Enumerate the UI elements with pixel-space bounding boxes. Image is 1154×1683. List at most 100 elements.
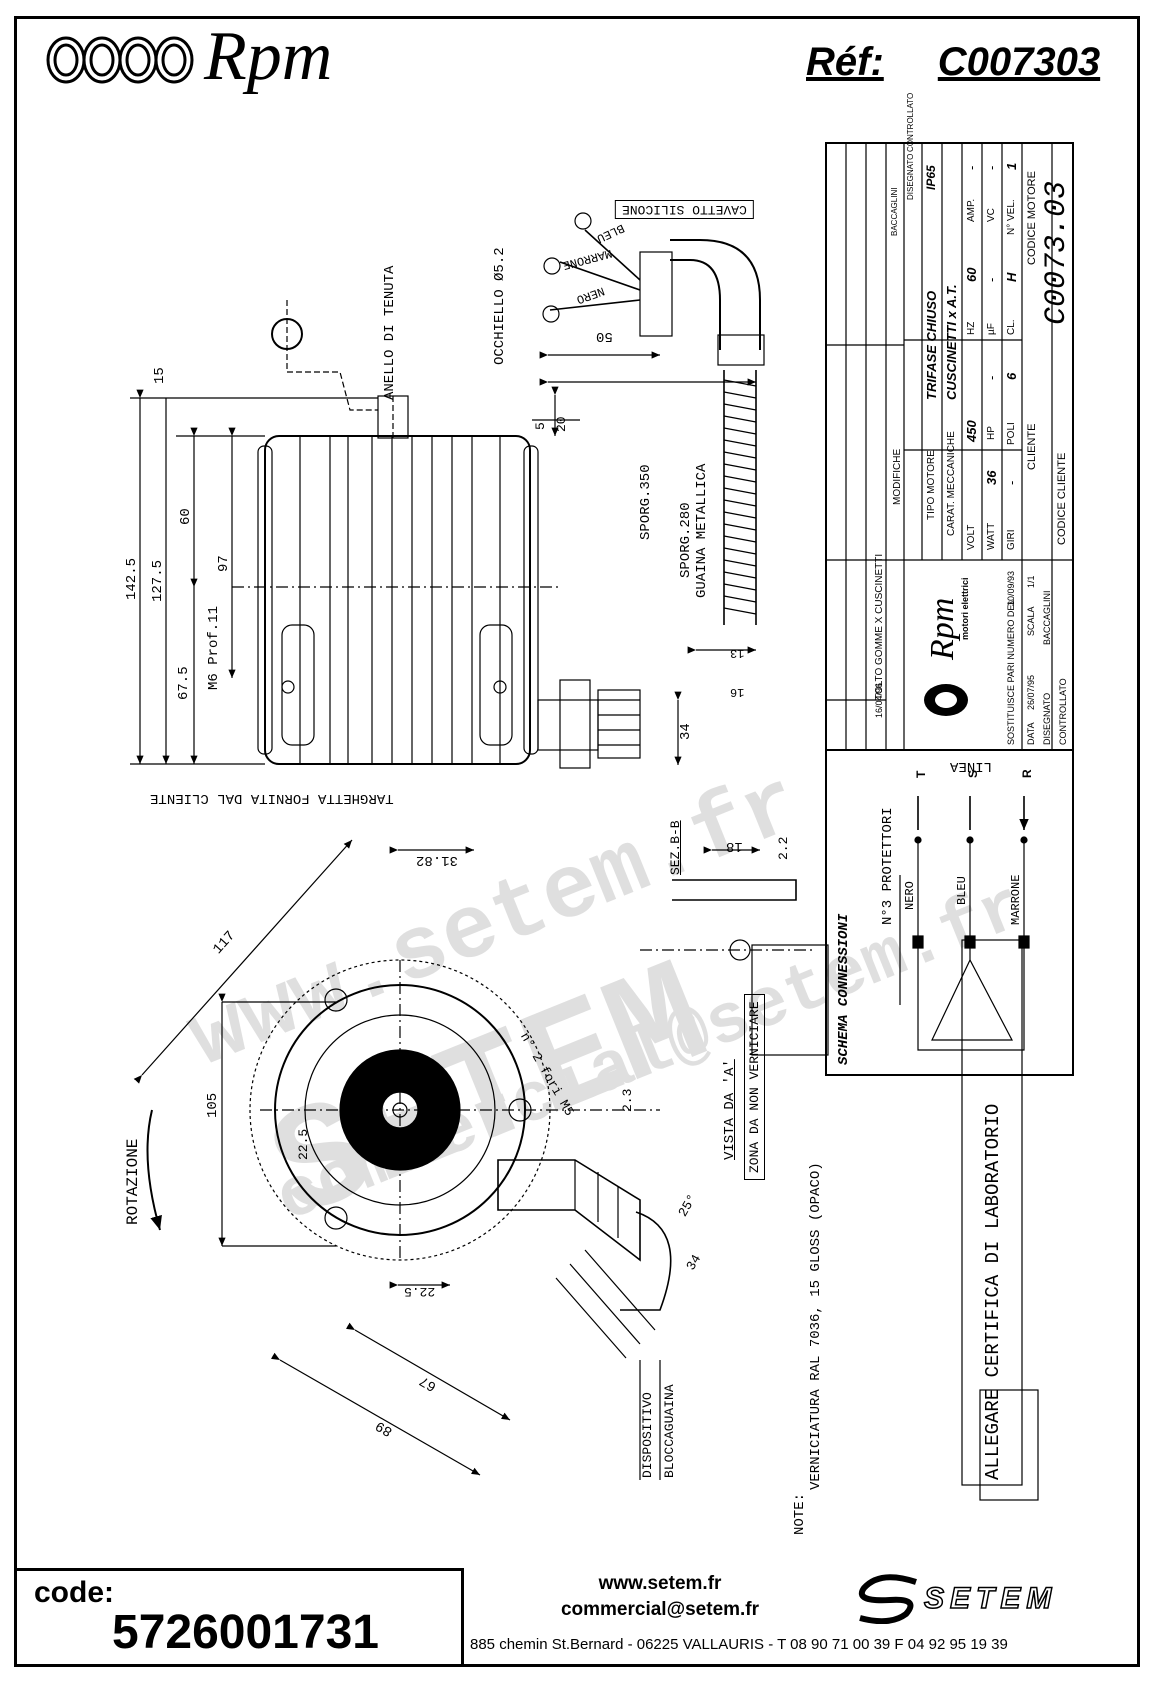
phase-t: T <box>914 770 928 778</box>
ref-value: C007303 <box>937 40 1101 84</box>
data-label: DATA <box>1026 722 1036 745</box>
setem-wordmark: SETEM <box>923 1581 1058 1616</box>
volt-label: VOLT <box>966 524 977 550</box>
dim-16: 16 <box>730 685 745 699</box>
volt-value: 450 <box>964 420 979 442</box>
poli-label: POLI <box>1006 422 1017 445</box>
title-block-brand: Rpm <box>924 597 961 660</box>
cliente-label: CLIENTE <box>1026 423 1038 470</box>
dim-97: 97 <box>216 555 232 572</box>
note-label: NOTE: <box>792 1492 808 1535</box>
label-sporg350: SPORG.350 <box>638 464 654 540</box>
code-box <box>14 1568 464 1666</box>
data-value: 26/07/95 <box>1026 674 1036 710</box>
code-value: 5726001731 <box>112 1606 379 1659</box>
label-vista: VISTA DA 'A' <box>722 1059 738 1160</box>
hp-label: HP <box>986 426 997 440</box>
drawing-sheet <box>14 16 1140 1667</box>
label-dispositivo: DISPOSITIVO <box>640 1392 655 1478</box>
carat-value: CUSCINETTI x A.T. <box>944 284 959 400</box>
cl-value: H <box>1004 272 1019 282</box>
label-rotazione: ROTAZIONE <box>124 1138 142 1225</box>
disegnato-label: DISEGNATO <box>1042 692 1052 745</box>
nvel-label: N° VEL. <box>1006 199 1017 235</box>
dim-50: 50 <box>596 328 613 344</box>
mod-row-text: TOLTO GOMME X CUSCINETTI <box>874 553 885 700</box>
protection-class: IP65 <box>924 165 938 190</box>
dim-142: 142.5 <box>124 557 140 600</box>
dim-13: 13 <box>730 646 745 660</box>
giri-value: - <box>1004 480 1019 485</box>
label-targhetta: TARGHETTA FORNITA DAL CLIENTE <box>150 790 394 806</box>
cl-label: CL. <box>1006 319 1017 335</box>
poli-value: 6 <box>1004 372 1019 380</box>
motori-text: motori elettrici <box>960 577 970 640</box>
phase-r: R <box>1020 769 1034 778</box>
dim-22-horiz: 22.5 <box>404 1284 436 1299</box>
mod-header-controllato: CONTROLLATO <box>906 92 915 152</box>
dim-60: 60 <box>178 508 194 525</box>
controllato-label: CONTROLLATO <box>1058 678 1068 745</box>
amp-value: - <box>964 165 979 170</box>
label-occhiello: OCCHIELLO Ø5.2 <box>492 247 508 365</box>
codice-motore-value: C0073.03 <box>1040 180 1074 325</box>
dim-34-side: 34 <box>678 723 694 740</box>
dim-127: 127.5 <box>150 559 166 602</box>
dim-2-2: 2.2 <box>776 836 791 860</box>
watt-label: WATT <box>986 522 997 550</box>
label-cavetto: CAVETTO SILICONE <box>615 200 754 219</box>
amp-label: AMP. <box>966 198 977 222</box>
wire-marrone: MARRONE <box>1009 874 1023 925</box>
dim-20: 20 <box>554 416 569 432</box>
label-guaina: GUAINA METALLICA <box>694 463 710 598</box>
hz-label: HZ <box>966 321 977 335</box>
hp-value: - <box>984 375 999 380</box>
dim-15: 15 <box>152 367 168 384</box>
mod-header-baccaglini: BACCAGLINI <box>890 187 899 236</box>
scala-label: SCALA <box>1026 606 1036 636</box>
watt-value: 36 <box>984 470 999 485</box>
title-block-logo-icon <box>924 684 968 716</box>
uf-value: - <box>984 277 999 282</box>
dim-2-3: 2.3 <box>620 1088 635 1112</box>
dim-67: 67.5 <box>176 666 192 700</box>
label-bloccaguaina: BLOCCAGUAINA <box>662 1384 677 1478</box>
phase-s: S <box>966 769 980 778</box>
uf-label: µF <box>986 323 997 335</box>
disegnato-value: BACCAGLINI <box>1042 590 1052 645</box>
dim-18: 18 <box>726 838 743 854</box>
tipo-motore: TRIFASE CHIUSO <box>924 290 939 400</box>
wire-nero: NERO <box>903 881 917 910</box>
mod-header-disegnato: DISEGNATO <box>906 153 915 200</box>
email-link[interactable]: commercial@setem.fr <box>560 1599 760 1620</box>
sostituisce-date: 30/09/93 <box>1006 570 1016 606</box>
codice-motore-label: CODICE MOTORE <box>1026 171 1038 265</box>
sostituisce-label: SOSTITUISCE PARI NUMERO DEL <box>1006 599 1016 745</box>
brand-wordmark: Rpm <box>204 18 333 95</box>
reference-number: Réf:C007303 <box>806 40 1100 85</box>
codice-cliente-label: CODICE CLIENTE <box>1056 452 1068 545</box>
nvel-value: 1 <box>1004 162 1019 170</box>
website-link[interactable]: www.setem.fr <box>598 1573 722 1594</box>
wire-bleu: BLEU <box>955 876 969 905</box>
mod-header-modifiche: MODIFICHE <box>892 448 903 505</box>
dim-5: 5 <box>533 422 548 430</box>
code-label: code: <box>34 1576 115 1609</box>
schema-title: SCHEMA CONNESSIONI <box>836 913 852 1065</box>
vc-label: VC <box>986 208 997 222</box>
label-zona: ZONA DA NON VERNICIARE <box>744 994 765 1180</box>
carat-label: CARAT. MECCANICHE <box>946 431 957 536</box>
contact-block: www.setem.fr commercial@setem.fr <box>540 1571 780 1623</box>
note-text: VERNICIATURA RAL 7036, 15 GLOSS (OPACO) <box>808 1162 824 1490</box>
hz-value: 60 <box>964 267 979 282</box>
dim-31: 31.82 <box>416 852 459 868</box>
label-anello: ANELLO DI TENUTA <box>382 265 398 400</box>
scala-value: 1/1 <box>1026 575 1036 588</box>
dim-22-vert: 22.5 <box>296 1128 311 1160</box>
label-sporg280: SPORG.280 <box>678 502 694 578</box>
allegare-certifica: ALLEGARE CERTIFICA DI LABORATORIO <box>982 1103 1004 1480</box>
tipo-motore-label: TIPO MOTORE <box>926 450 937 520</box>
label-m6: M6 Prof.11 <box>206 605 222 690</box>
rpm-logo-icon <box>46 36 194 84</box>
